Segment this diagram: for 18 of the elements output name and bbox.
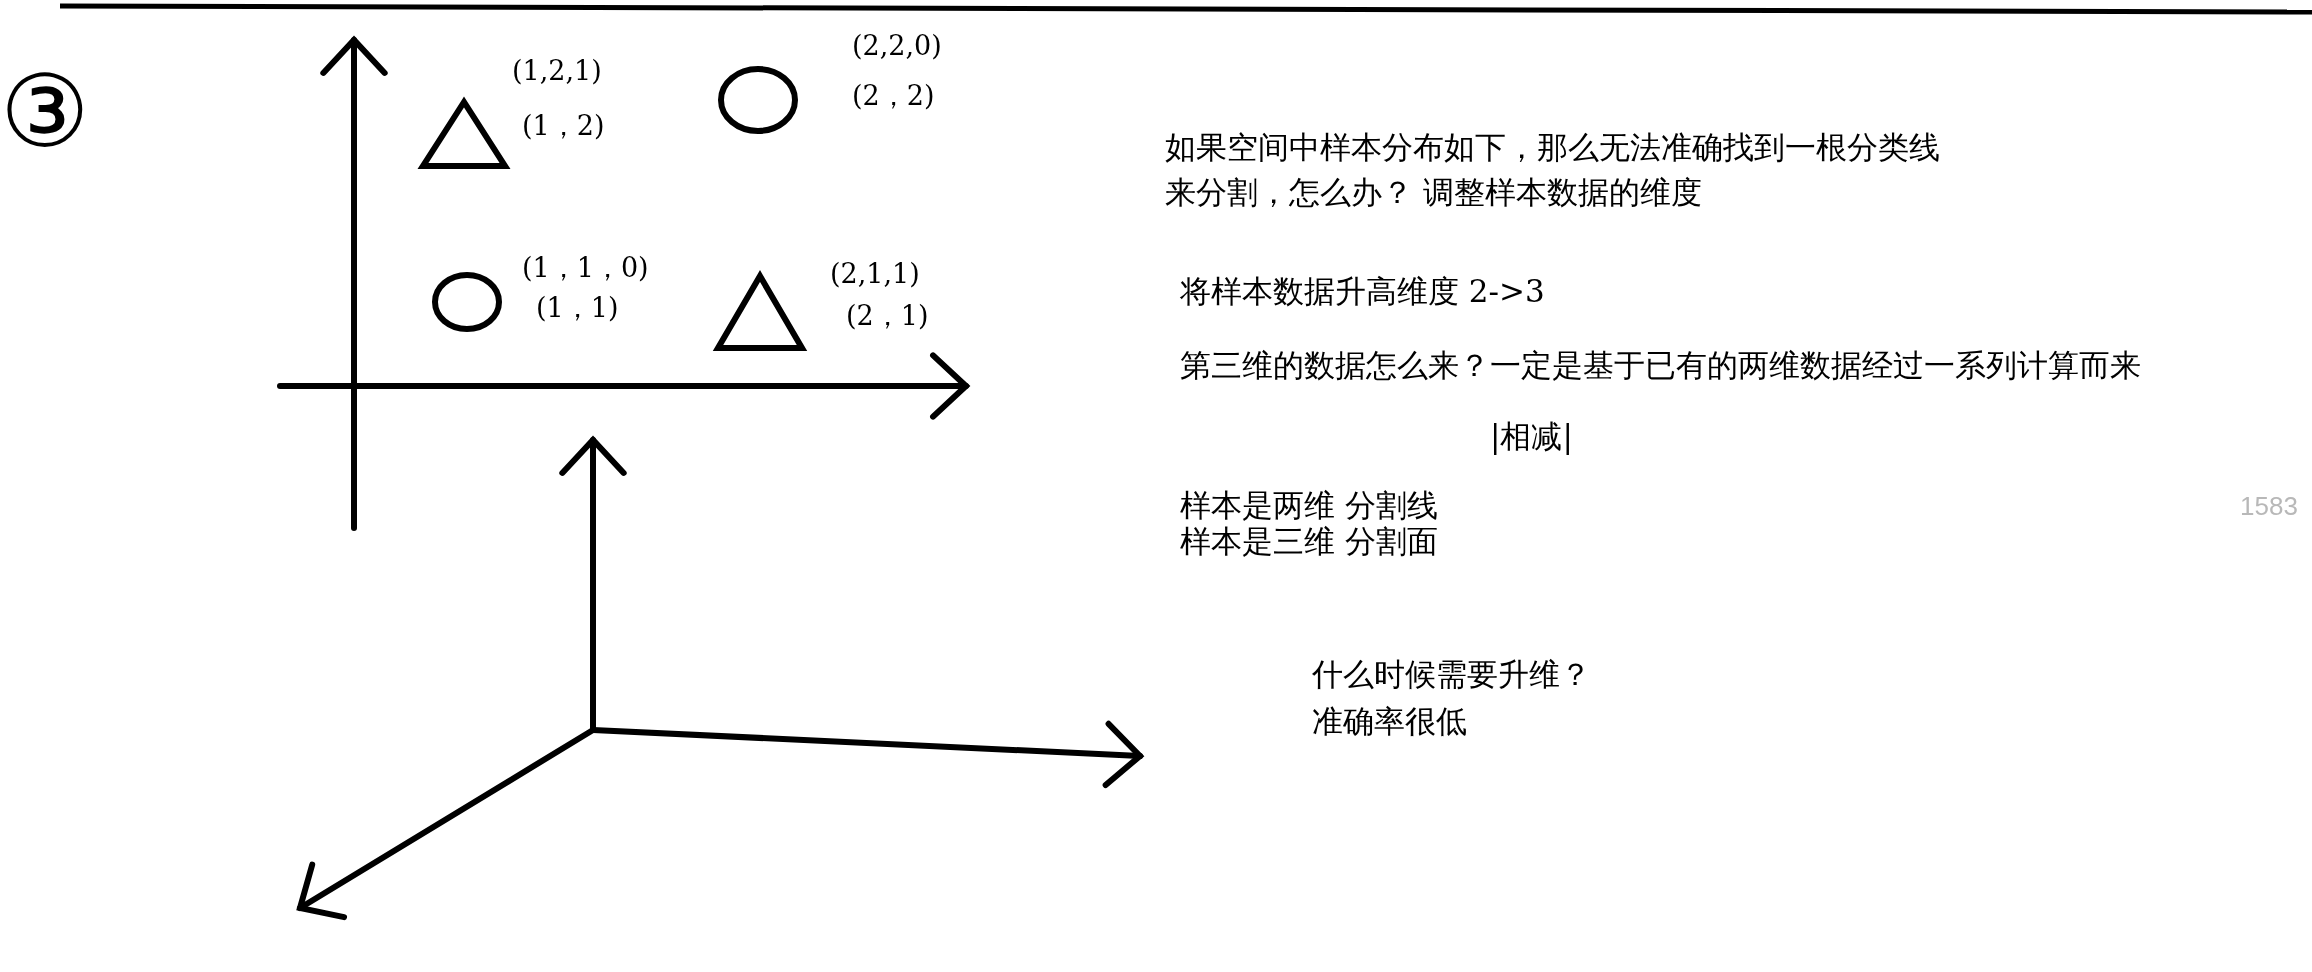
coordinate-label: (1，1，0) — [522, 251, 649, 285]
coordinate-label: (1,2,1) — [512, 55, 602, 86]
step-number: ③ — [0, 62, 90, 162]
coordinate-label: (2，2) — [852, 79, 935, 113]
coordinate-label: (1，1) — [536, 291, 619, 325]
note-text: 准确率很低 — [1312, 702, 1467, 741]
note-text: 样本是两维 分割线 — [1180, 486, 1438, 525]
coordinate-label: (2,1,1) — [830, 258, 920, 289]
note-text: 第三维的数据怎么来？一定是基于已有的两维数据经过一系列计算而来 — [1180, 346, 2141, 385]
coordinate-label: (1，2) — [522, 109, 605, 143]
page-number: 1583 — [2240, 490, 2298, 523]
note-text: 将样本数据升高维度 2->3 — [1180, 272, 1545, 311]
coordinate-label: (2，1) — [846, 299, 929, 333]
note-text: 如果空间中样本分布如下，那么无法准确找到一根分类线来分割，怎么办？ 调整样本数据的维度 — [1165, 128, 1941, 212]
note-text: |相减| — [1490, 417, 1573, 456]
coordinate-label: (2,2,0) — [852, 30, 942, 61]
note-text: 样本是三维 分割面 — [1180, 522, 1438, 561]
note-text: 什么时候需要升维？ — [1312, 655, 1591, 694]
